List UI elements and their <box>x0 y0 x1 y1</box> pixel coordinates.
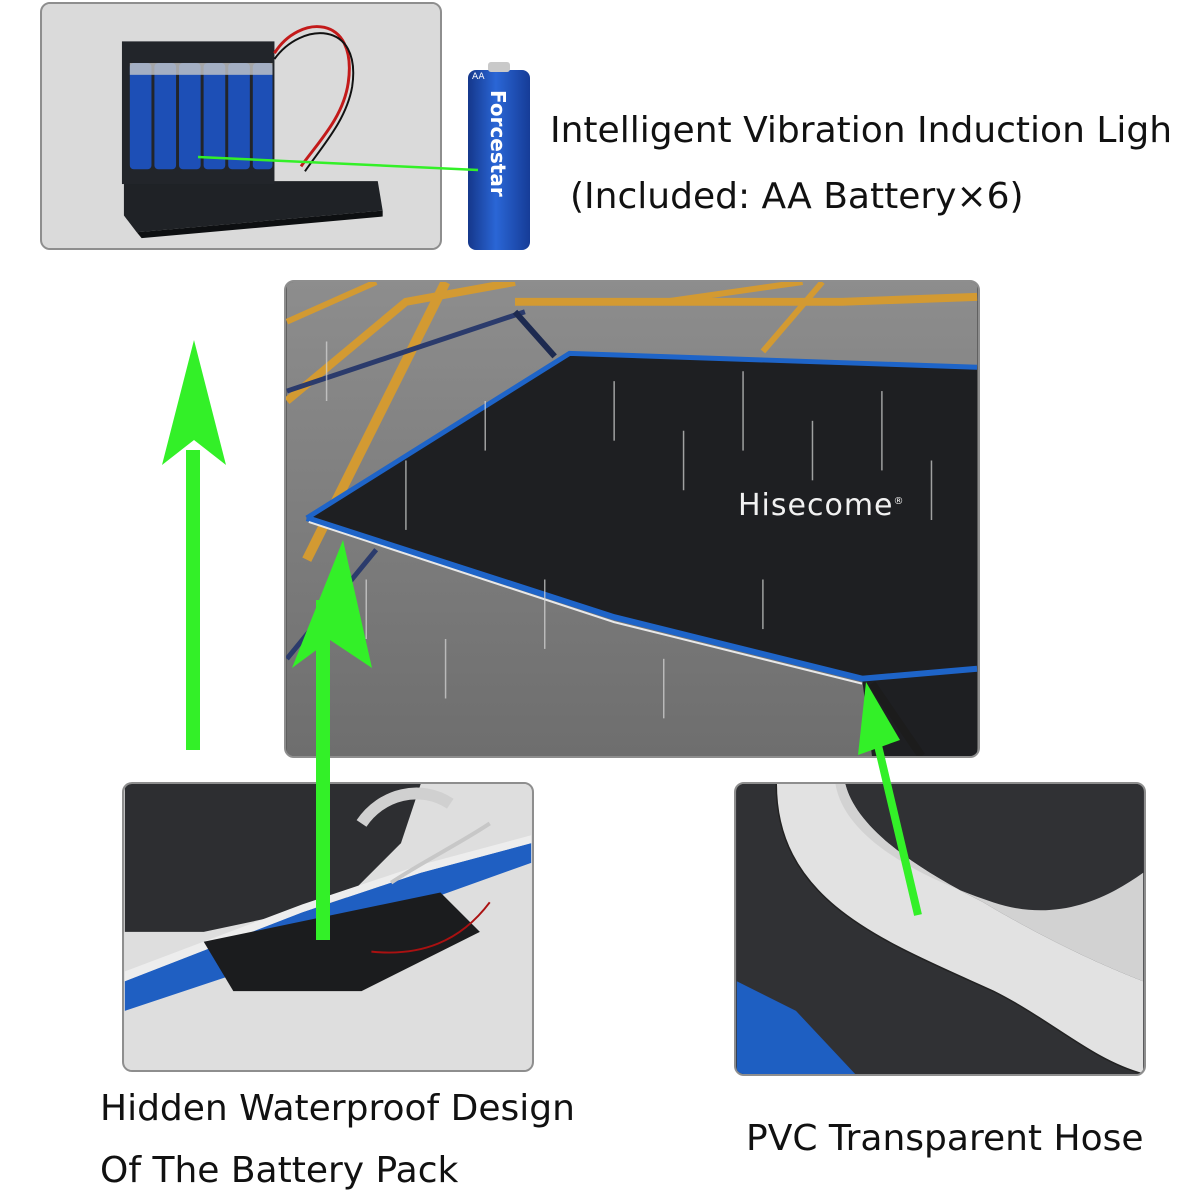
brand-mark: Hisecome® <box>738 488 905 523</box>
battery-pack-panel <box>40 2 442 250</box>
aa-battery-icon: Forcestar AA <box>468 62 530 250</box>
battery-pack-icon <box>129 63 273 170</box>
battery-detail-caption-line2: Of The Battery Pack <box>100 1150 459 1191</box>
main-trampoline-photo <box>284 280 980 758</box>
battery-pack-illustration <box>43 4 439 248</box>
pvc-hose-detail-photo <box>734 782 1146 1076</box>
brand-name: Hisecome <box>738 488 894 523</box>
pvc-hose-scene <box>736 784 1144 1074</box>
battery-caption-line2: (Included: AA Battery×6) <box>570 176 1024 217</box>
trampoline-rain-scene <box>286 282 978 756</box>
battery-brand-label: Forcestar <box>486 90 510 197</box>
battery-caption-line1: Intelligent Vibration Induction Ligh <box>550 110 1173 151</box>
battery-type-label: AA <box>472 72 485 82</box>
brand-symbol: ® <box>893 496 905 507</box>
hidden-battery-scene <box>124 784 532 1070</box>
up-arrow-icon <box>162 340 226 750</box>
hose-caption: PVC Transparent Hose <box>746 1118 1144 1159</box>
battery-detail-caption-line1: Hidden Waterproof Design <box>100 1088 575 1129</box>
battery-pack-detail-photo <box>122 782 534 1072</box>
